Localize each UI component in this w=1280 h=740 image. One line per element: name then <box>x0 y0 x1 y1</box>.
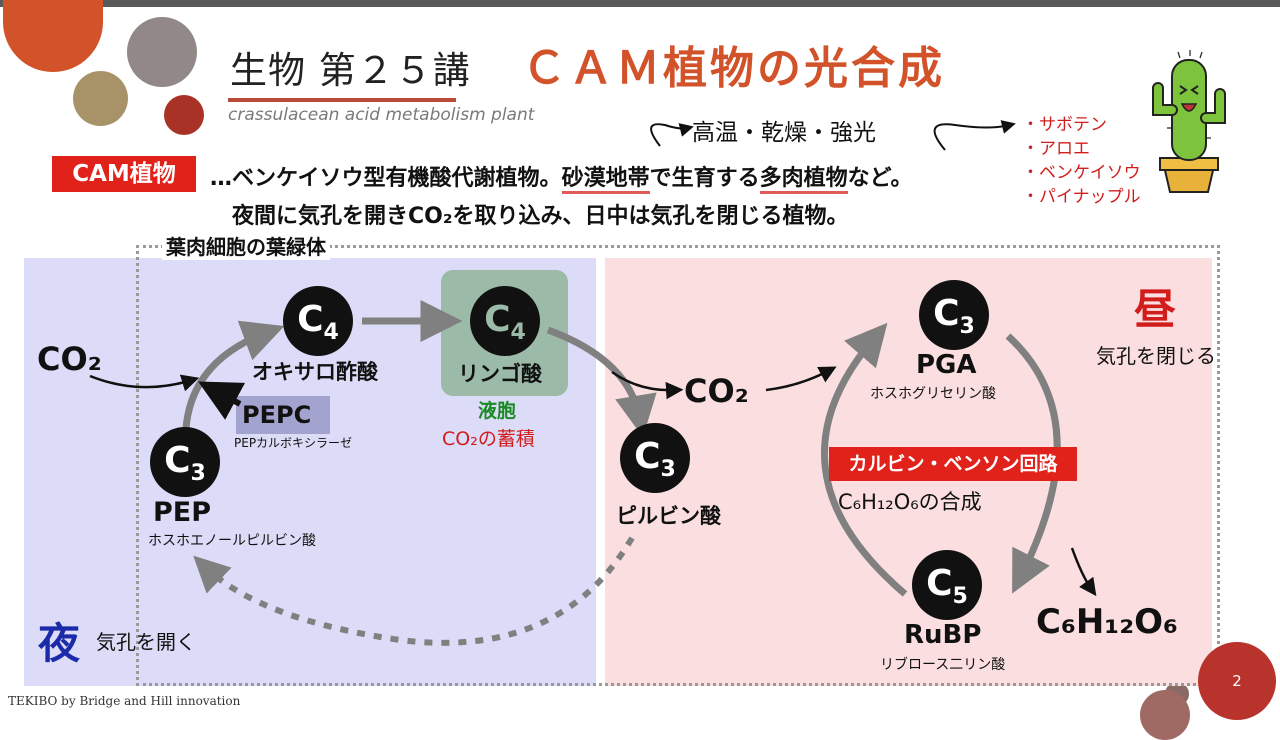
pep-full-label: ホスホエノールピルビン酸 <box>148 533 316 549</box>
pga-symbol: C3 <box>933 293 975 340</box>
example-item: ・アロエ <box>1022 139 1090 159</box>
definition-mid: で生育する <box>649 166 760 191</box>
page-number: 2 <box>1198 642 1276 720</box>
arrow-co2-to-pga <box>765 366 837 392</box>
arrow-release-co2 <box>611 370 684 400</box>
pathway-diagram <box>89 120 1097 646</box>
oxaloacetate-label: オキサロ酢酸 <box>252 360 378 384</box>
stomata-close-label: 気孔を閉じる <box>1096 344 1216 368</box>
vacuole-label: 液胞 <box>478 400 517 422</box>
oxaloacetate-symbol: C4 <box>297 299 339 346</box>
keywords-text: 高温・乾燥・強光 <box>692 120 876 146</box>
example-item: ・ベンケイソウ <box>1022 163 1141 183</box>
pga-full-label: ホスホグリセリン酸 <box>870 386 996 402</box>
arrow-pep-to-oxaloacetate <box>182 320 285 429</box>
rubp-label: RuBP <box>904 620 982 650</box>
rubp-node <box>912 550 982 620</box>
malate-symbol: C4 <box>484 299 526 346</box>
co2-released-label: CO₂ <box>684 372 749 410</box>
definition-line-1: …ベンケイソウ型有機酸代謝植物。砂漠地帯で生育する多肉植物など。 <box>210 160 913 194</box>
cam-plant-badge: CAM植物 <box>52 156 196 192</box>
cactus-icon <box>1152 50 1226 193</box>
arrow-to-pyruvate <box>546 326 657 438</box>
decor-circle-red <box>164 95 204 135</box>
pep-label: PEP <box>153 497 212 528</box>
night-kanji: 夜 <box>38 619 81 668</box>
page-title: ＣＡＭ植物の光合成 <box>522 43 945 94</box>
arrow-pepc <box>198 381 246 420</box>
calvin-cycle-badge: カルビン・ベンソン回路 <box>829 447 1077 481</box>
top-bar <box>0 0 1280 7</box>
arrow-keywords <box>650 123 694 147</box>
definition-prefix: …ベンケイソウ型有機酸代謝植物。 <box>210 166 562 191</box>
chloroplast-boundary <box>136 245 1220 686</box>
definition-suffix: など。 <box>847 166 913 191</box>
malate-node <box>470 286 540 356</box>
pga-label: PGA <box>916 350 977 380</box>
pep-symbol: C3 <box>164 440 206 487</box>
glucose-product-label: C₆H₁₂O₆ <box>1036 602 1178 642</box>
emphasis-succulent: 多肉植物 <box>759 166 848 194</box>
arrow-rubp-to-pga <box>821 322 908 597</box>
examples-list: ・サボテン ・アロエ ・ベンケイソウ ・パイナップル <box>1022 113 1141 209</box>
page-subtitle: crassulacean acid metabolism plant <box>228 105 535 125</box>
co2-input-label: CO₂ <box>37 340 102 378</box>
arrow-examples <box>933 120 1016 151</box>
example-item: ・パイナップル <box>1022 187 1141 207</box>
pepc-label: PEPC <box>242 401 312 429</box>
arrow-glucose-out <box>1070 547 1097 597</box>
pepc-highlight <box>236 396 330 434</box>
day-kanji: 昼 <box>1134 285 1177 334</box>
co2-storage-label: CO₂の蓄積 <box>442 428 535 450</box>
glucose-synthesis-label: C₆H₁₂O₆の合成 <box>838 490 982 514</box>
rubp-full-label: リブロース二リン酸 <box>880 657 1006 673</box>
arrow-co2-in <box>89 374 200 392</box>
title-underline <box>228 98 456 102</box>
stomata-open-label: 気孔を開く <box>96 630 196 654</box>
oxaloacetate-node <box>283 286 353 356</box>
decor-circle-gray <box>127 17 197 87</box>
arrow-pyruvate-to-pep <box>193 536 635 646</box>
arrow-pga-to-rubp <box>1005 333 1061 594</box>
footer-credit: TEKIBO by Bridge and Hill innovation <box>8 694 241 708</box>
pyruvate-node <box>620 423 690 493</box>
pga-node <box>919 280 989 350</box>
example-item: ・サボテン <box>1022 115 1107 135</box>
emphasis-desert: 砂漠地帯 <box>561 166 650 194</box>
pyruvate-symbol: C3 <box>634 436 676 483</box>
definition-line-2: 夜間に気孔を開きCO₂を取り込み、日中は気孔を閉じる植物。 <box>232 204 849 229</box>
malate-label: リンゴ酸 <box>458 362 542 386</box>
rubp-symbol: C5 <box>926 563 968 610</box>
pep-node <box>150 427 220 497</box>
pepc-full-label: PEPカルボキシラーゼ <box>234 436 353 450</box>
pyruvate-label: ピルビン酸 <box>616 504 721 528</box>
decor-circle-tan <box>73 71 128 126</box>
chloroplast-label: 葉肉細胞の葉緑体 <box>162 231 330 260</box>
lesson-number: 生物 第２５講 <box>230 49 471 92</box>
